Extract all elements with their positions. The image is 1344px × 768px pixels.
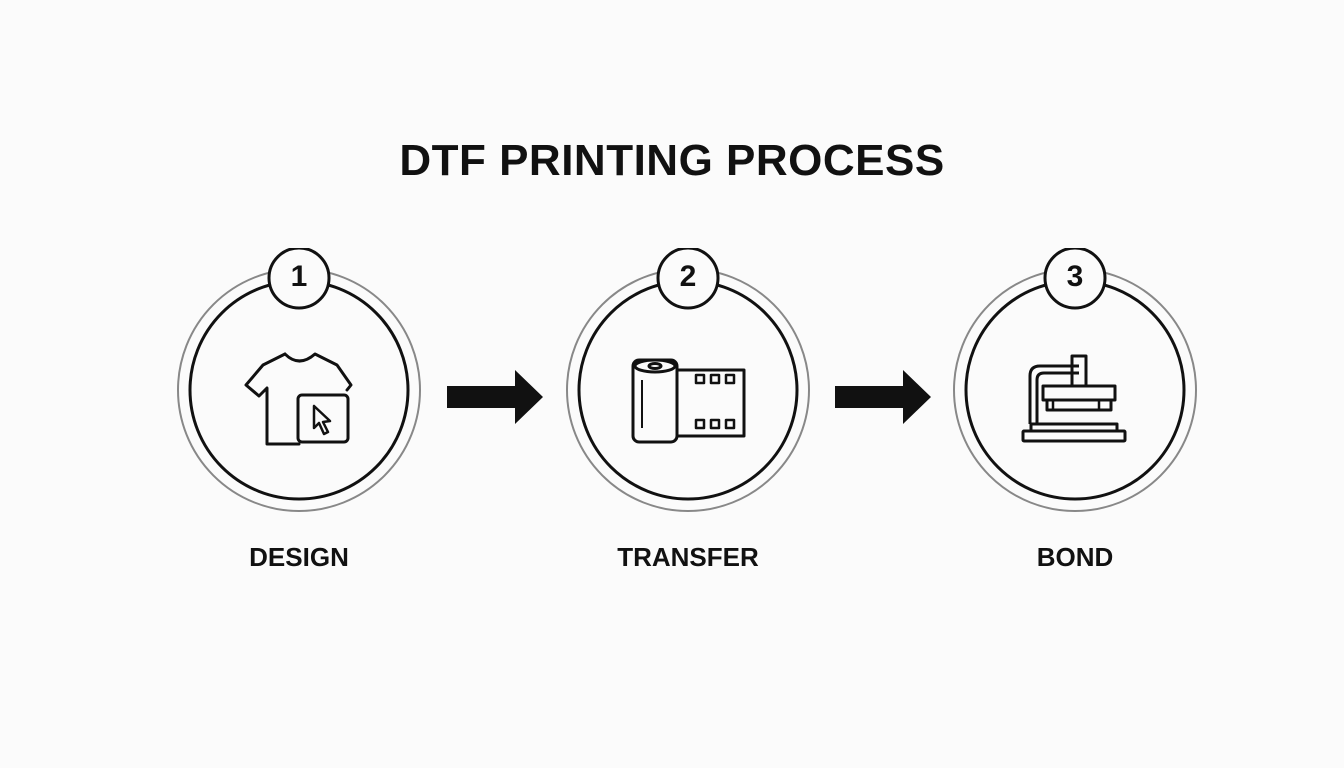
step-2-graphic [566, 248, 810, 512]
step-2-number: 2 [679, 260, 697, 293]
inner-ring [964, 279, 1186, 501]
step-3-number: 3 [1066, 260, 1084, 293]
film-roll-icon [631, 358, 746, 444]
step-badge [656, 248, 720, 310]
step-3-label: BOND [1036, 542, 1114, 572]
step-design: 1 DESIGN [177, 248, 421, 588]
inner-ring [188, 279, 410, 501]
step-3-graphic [953, 248, 1197, 512]
inner-ring [577, 279, 799, 501]
arrow-right-icon [447, 370, 543, 424]
step-1-graphic [177, 248, 421, 512]
step-1-label: DESIGN [249, 542, 349, 572]
step-bond: 3 BOND [953, 248, 1197, 588]
step-1-number: 1 [290, 260, 308, 293]
arrow-right-icon [835, 370, 931, 424]
step-transfer: 2 TRANSFER [566, 248, 810, 588]
diagram-title: DTF PRINTING PROCESS [399, 136, 945, 185]
step-badge [267, 248, 331, 310]
tshirt-cursor-icon [244, 352, 353, 446]
heat-press-icon [1021, 354, 1127, 443]
step-2-label: TRANSFER [617, 542, 759, 572]
step-badge [1043, 248, 1107, 310]
